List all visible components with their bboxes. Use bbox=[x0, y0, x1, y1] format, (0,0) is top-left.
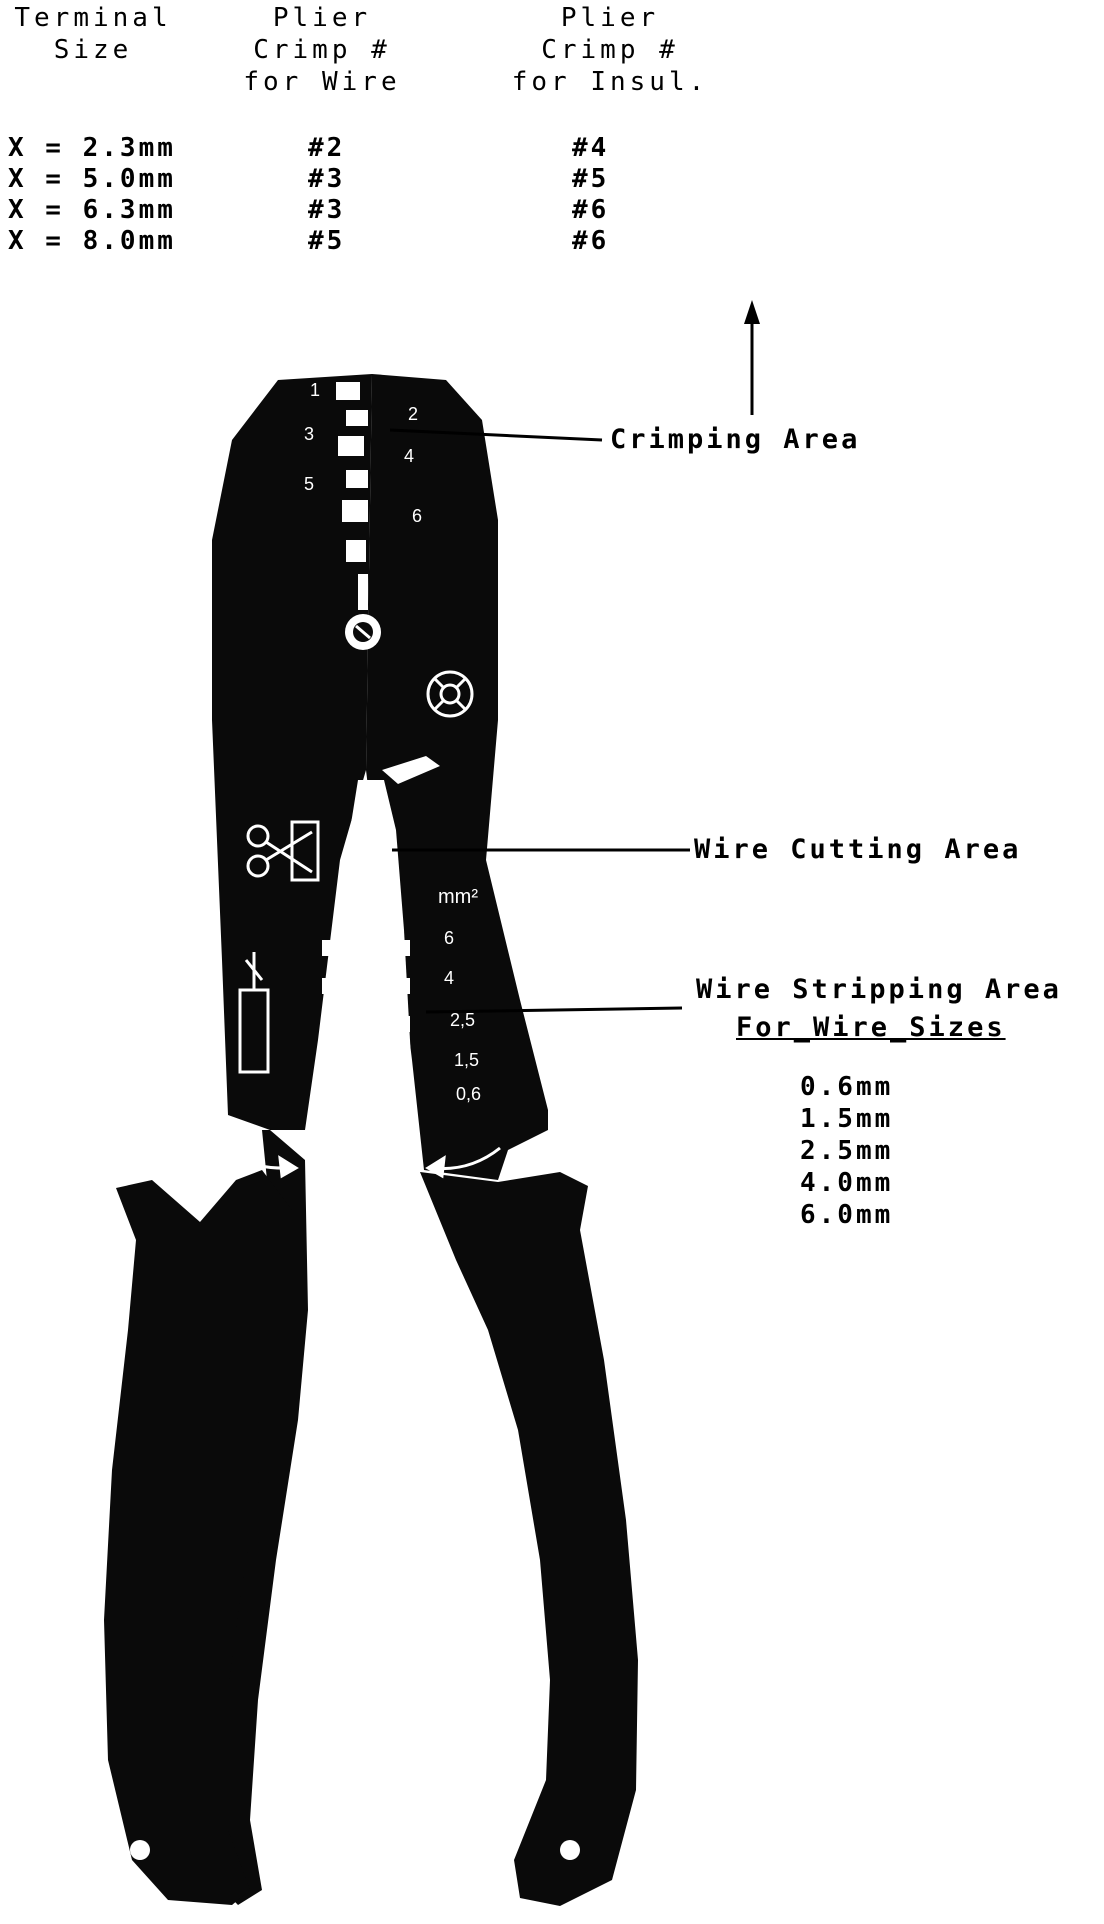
crimp-number-right: 4 bbox=[404, 446, 415, 466]
table-row: #5 bbox=[572, 164, 610, 194]
table-row: #2 bbox=[308, 133, 346, 163]
strip-size-label: 4 bbox=[444, 968, 455, 988]
table-row: #6 bbox=[572, 226, 610, 256]
wire-sizes-subheading: For_Wire_Sizes bbox=[736, 1012, 1006, 1043]
crimping-teeth bbox=[336, 382, 368, 610]
crimp-number-left: 1 bbox=[310, 380, 321, 400]
table-row: X = 2.3mm bbox=[8, 133, 176, 163]
list-item: 6.0mm bbox=[800, 1200, 894, 1230]
header-crimp-insul: Plier Crimp # for Insul. bbox=[511, 3, 709, 97]
list-item: 0.6mm bbox=[800, 1072, 894, 1102]
scissors-icon bbox=[246, 820, 320, 882]
wire-cutting-area-label: Wire Cutting Area bbox=[694, 834, 1022, 865]
jaw-gap bbox=[334, 780, 414, 1120]
crimping-leader-line bbox=[389, 428, 603, 442]
pliers-right-handle bbox=[420, 1172, 638, 1906]
header-terminal-size: Terminal Size bbox=[14, 3, 172, 65]
table-row: #3 bbox=[308, 164, 346, 194]
handle-hole-right bbox=[560, 1840, 580, 1860]
crimp-number-right: 2 bbox=[408, 404, 419, 424]
crimp-number-left: 3 bbox=[304, 424, 315, 444]
table-row: X = 5.0mm bbox=[8, 164, 176, 194]
crimping-area-label: Crimping Area bbox=[610, 424, 861, 455]
pliers-left-handle bbox=[104, 1170, 292, 1905]
strip-size-label: 2,5 bbox=[450, 1010, 476, 1030]
stripping-teeth bbox=[322, 940, 410, 1070]
wire-gauge-icon bbox=[238, 952, 270, 1074]
pivot-bolt-icon bbox=[345, 614, 381, 650]
strip-size-label: 1,5 bbox=[454, 1050, 480, 1070]
stripping-leader-line bbox=[425, 1006, 683, 1014]
header-crimp-wire: Plier Crimp # for Wire bbox=[243, 3, 401, 97]
table-row: X = 6.3mm bbox=[8, 195, 176, 225]
adjustment-screw-icon bbox=[426, 670, 474, 718]
table-row: #4 bbox=[572, 133, 610, 163]
closing-arrow-icon bbox=[209, 1146, 501, 1179]
list-item: 2.5mm bbox=[800, 1136, 894, 1166]
table-row: #3 bbox=[308, 195, 346, 225]
table-row: X = 8.0mm bbox=[8, 226, 176, 256]
list-item: 1.5mm bbox=[800, 1104, 894, 1134]
table-row: #5 bbox=[308, 226, 346, 256]
cutting-blade bbox=[382, 756, 440, 784]
strip-unit-label: mm² bbox=[438, 886, 478, 908]
table-row: #6 bbox=[572, 195, 610, 225]
strip-size-label: 6 bbox=[444, 928, 455, 948]
crimp-number-right: 6 bbox=[412, 506, 423, 526]
wire-stripping-area-label: Wire Stripping Area bbox=[696, 974, 1062, 1005]
crimp-number-left: 5 bbox=[304, 474, 315, 494]
up-arrow-icon bbox=[744, 300, 760, 415]
handle-hole-left bbox=[130, 1840, 150, 1860]
pliers-right-jaw bbox=[366, 374, 548, 1180]
strip-size-label: 0,6 bbox=[456, 1084, 482, 1104]
list-item: 4.0mm bbox=[800, 1168, 894, 1198]
